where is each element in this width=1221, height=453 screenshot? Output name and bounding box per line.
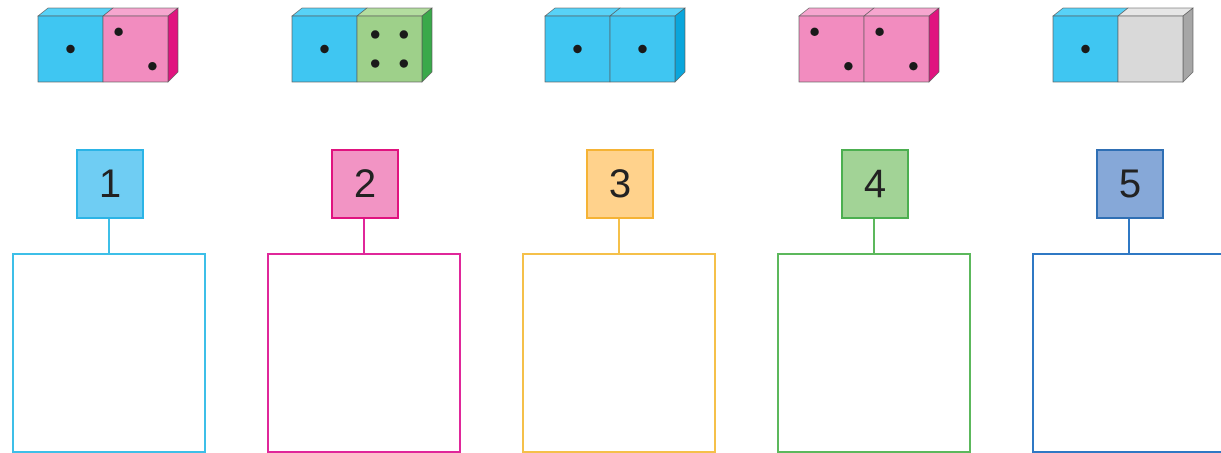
answer-box-5[interactable] <box>1032 253 1221 453</box>
answer-group-1: 1 <box>12 149 206 449</box>
number-tag-4: 4 <box>841 149 909 219</box>
number-tag-label: 5 <box>1119 162 1141 207</box>
answer-box-2[interactable] <box>267 253 461 453</box>
connector-line <box>618 219 620 254</box>
connector-line <box>108 219 110 254</box>
number-tag-label: 1 <box>99 162 121 207</box>
connector-line <box>363 219 365 254</box>
answer-group-5: 5 <box>1032 149 1221 449</box>
answer-group-2: 2 <box>267 149 461 449</box>
answer-box-3[interactable] <box>522 253 716 453</box>
number-tag-1: 1 <box>76 149 144 219</box>
connector-line <box>1128 219 1130 254</box>
number-tag-3: 3 <box>586 149 654 219</box>
connector-line <box>873 219 875 254</box>
answer-box-4[interactable] <box>777 253 971 453</box>
number-tag-5: 5 <box>1096 149 1164 219</box>
answer-box-1[interactable] <box>12 253 206 453</box>
number-tag-label: 4 <box>864 162 886 207</box>
number-tag-label: 3 <box>609 162 631 207</box>
answer-group-3: 3 <box>522 149 716 449</box>
answer-group-4: 4 <box>777 149 971 449</box>
number-tag-label: 2 <box>354 162 376 207</box>
number-tag-2: 2 <box>331 149 399 219</box>
